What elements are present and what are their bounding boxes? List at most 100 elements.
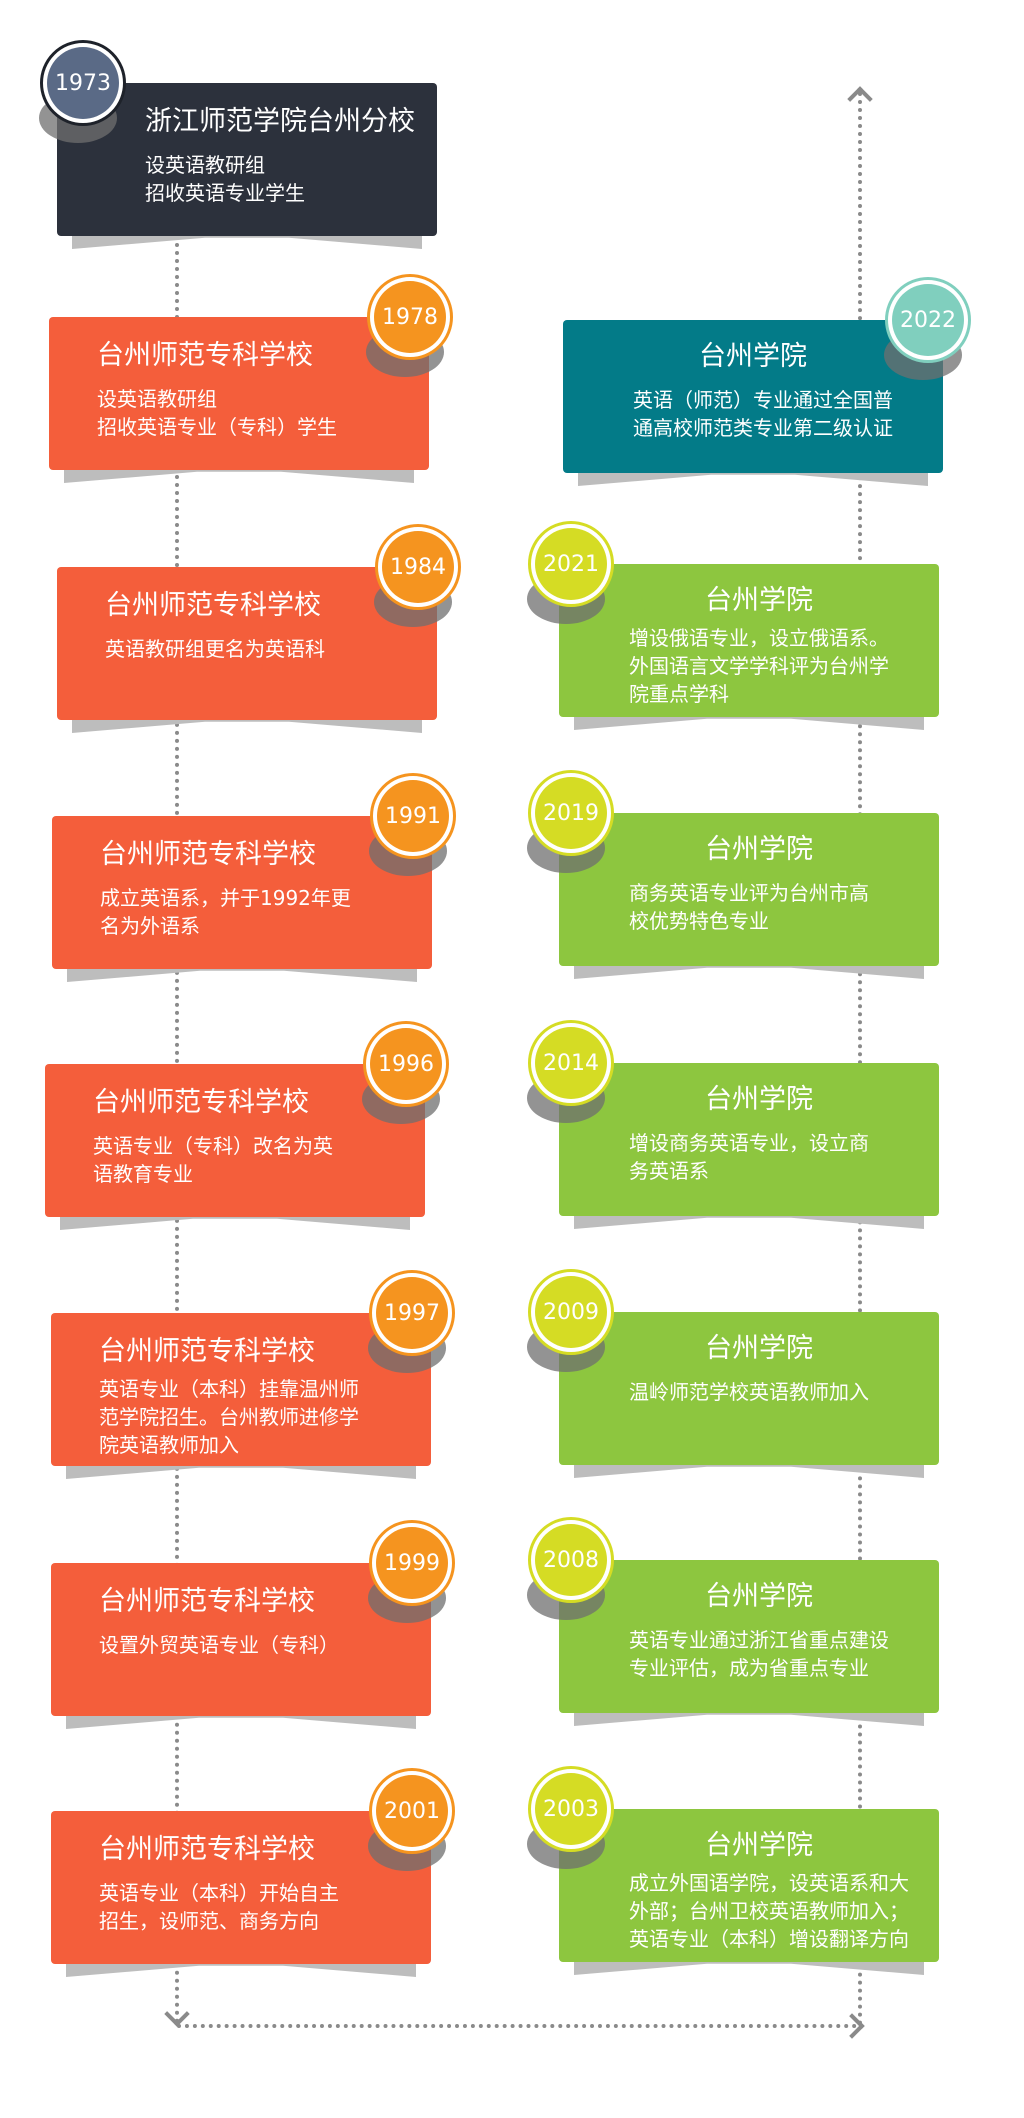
timeline-card: 台州学院增设俄语专业，设立俄语系。外国语言文学学科评为台州学院重点学科 <box>559 564 939 717</box>
year-label: 2019 <box>535 777 607 849</box>
card-description: 成立外国语学院，设英语系和大外部；台州卫校英语教师加入； 英语专业（本科）增设翻译… <box>559 1863 939 1953</box>
card-description: 英语专业（本科）开始自主招生，设师范、商务方向 <box>51 1867 431 1935</box>
year-badge: 2022 <box>885 277 971 363</box>
description-line: 院重点学科 <box>629 682 729 706</box>
description-line: 增设商务英语专业，设立商 <box>629 1131 869 1155</box>
description-line: 增设俄语专业，设立俄语系。 <box>629 626 889 650</box>
year-badge: 1996 <box>363 1021 449 1107</box>
description-line: 设置外贸英语专业（专科） <box>99 1633 339 1657</box>
year-badge: 2008 <box>528 1517 614 1603</box>
description-line: 院英语教师加入 <box>99 1433 239 1457</box>
description-line: 温岭师范学校英语教师加入 <box>629 1380 869 1404</box>
description-line: 英语专业（本科）挂靠温州师 <box>99 1377 359 1401</box>
card-title: 浙江师范学院台州分校 <box>145 106 415 137</box>
year-label: 1997 <box>376 1277 448 1349</box>
description-line: 商务英语专业评为台州市高 <box>629 881 869 905</box>
year-badge: 2009 <box>528 1269 614 1355</box>
card-description: 增设商务英语专业，设立商务英语系 <box>559 1117 939 1185</box>
year-label: 2009 <box>535 1276 607 1348</box>
year-badge: 1973 <box>40 40 126 126</box>
description-line: 通高校师范类专业第二级认证 <box>633 416 893 440</box>
year-label: 2014 <box>535 1027 607 1099</box>
card-title: 台州师范专科学校 <box>100 839 316 870</box>
timeline-line-bottom <box>177 2024 857 2028</box>
description-line: 外部；台州卫校英语教师加入； <box>629 1899 909 1923</box>
card-title: 台州学院 <box>699 341 807 372</box>
description-line: 范学院招生。台州教师进修学 <box>99 1405 359 1429</box>
card-title: 台州学院 <box>705 1830 813 1861</box>
description-line: 招生，设师范、商务方向 <box>99 1909 319 1933</box>
timeline-card: 台州师范专科学校设英语教研组招收英语专业（专科）学生 <box>49 317 429 470</box>
card-description: 增设俄语专业，设立俄语系。外国语言文学学科评为台州学院重点学科 <box>559 618 939 708</box>
year-badge: 1991 <box>370 773 456 859</box>
card-title: 台州学院 <box>705 1581 813 1612</box>
card-description: 设英语教研组招收英语专业（专科）学生 <box>49 373 429 441</box>
card-description: 成立英语系，并于1992年更名为外语系 <box>52 872 432 940</box>
arrow-up-icon <box>847 86 873 112</box>
description-line: 成立英语系，并于1992年更 <box>100 886 351 910</box>
description-line: 名为外语系 <box>100 914 200 938</box>
description-line: 英语专业通过浙江省重点建设 <box>629 1628 889 1652</box>
card-description: 英语教研组更名为英语科 <box>57 623 437 663</box>
card-description: 设英语教研组招收英语专业学生 <box>57 139 437 207</box>
card-description: 英语专业通过浙江省重点建设专业评估，成为省重点专业 <box>559 1614 939 1682</box>
year-badge: 2021 <box>528 521 614 607</box>
card-description: 英语专业（专科）改名为英语教育专业 <box>45 1120 425 1188</box>
card-description: 商务英语专业评为台州市高校优势特色专业 <box>559 867 939 935</box>
card-title: 台州学院 <box>705 834 813 865</box>
year-badge: 2003 <box>528 1766 614 1852</box>
year-badge: 2019 <box>528 770 614 856</box>
timeline-card: 台州师范专科学校英语专业（本科）开始自主招生，设师范、商务方向 <box>51 1811 431 1964</box>
description-line: 设英语教研组 <box>145 153 265 177</box>
timeline-line-right <box>858 92 862 2027</box>
description-line: 务英语系 <box>629 1159 709 1183</box>
year-badge: 1984 <box>375 524 461 610</box>
description-line: 英语专业（专科）改名为英 <box>93 1134 333 1158</box>
description-line: 专业评估，成为省重点专业 <box>629 1656 869 1680</box>
year-label: 2008 <box>535 1524 607 1596</box>
timeline-card: 台州师范专科学校成立英语系，并于1992年更名为外语系 <box>52 816 432 969</box>
year-label: 2003 <box>535 1773 607 1845</box>
year-badge: 1978 <box>367 274 453 360</box>
description-line: 英语教研组更名为英语科 <box>105 637 325 661</box>
timeline-card: 台州学院商务英语专业评为台州市高校优势特色专业 <box>559 813 939 966</box>
timeline-card: 台州学院成立外国语学院，设英语系和大外部；台州卫校英语教师加入； 英语专业（本科）… <box>559 1809 939 1962</box>
card-description: 温岭师范学校英语教师加入 <box>559 1366 939 1406</box>
description-line: 校优势特色专业 <box>629 909 769 933</box>
timeline-card: 台州师范专科学校设置外贸英语专业（专科） <box>51 1563 431 1716</box>
description-line: 英语专业（本科）增设翻译方向 <box>629 1927 909 1951</box>
description-line: 设英语教研组 <box>97 387 217 411</box>
year-label: 2021 <box>535 528 607 600</box>
card-description: 英语（师范）专业通过全国普通高校师范类专业第二级认证 <box>563 374 943 442</box>
timeline-card: 浙江师范学院台州分校设英语教研组招收英语专业学生 <box>57 83 437 236</box>
description-line: 英语专业（本科）开始自主 <box>99 1881 339 1905</box>
year-label: 1999 <box>376 1527 448 1599</box>
description-line: 招收英语专业学生 <box>145 181 305 205</box>
year-label: 2022 <box>892 284 964 356</box>
description-line: 英语（师范）专业通过全国普 <box>633 388 893 412</box>
card-title: 台州学院 <box>705 1084 813 1115</box>
arrow-down-icon <box>164 2001 190 2027</box>
description-line: 外国语言文学学科评为台州学 <box>629 654 889 678</box>
year-label: 1984 <box>382 531 454 603</box>
card-title: 台州师范专科学校 <box>93 1087 309 1118</box>
timeline-card: 台州师范专科学校英语教研组更名为英语科 <box>57 567 437 720</box>
description-line: 成立外国语学院，设英语系和大 <box>629 1871 909 1895</box>
timeline-card: 台州学院增设商务英语专业，设立商务英语系 <box>559 1063 939 1216</box>
year-label: 1978 <box>374 281 446 353</box>
timeline-card: 台州学院温岭师范学校英语教师加入 <box>559 1312 939 1465</box>
description-line: 招收英语专业（专科）学生 <box>97 415 337 439</box>
card-title: 台州师范专科学校 <box>99 1586 315 1617</box>
description-line: 语教育专业 <box>93 1162 193 1186</box>
timeline-card: 台州学院英语（师范）专业通过全国普通高校师范类专业第二级认证 <box>563 320 943 473</box>
year-label: 1996 <box>370 1028 442 1100</box>
card-title: 台州师范专科学校 <box>97 340 313 371</box>
card-description: 设置外贸英语专业（专科） <box>51 1619 431 1659</box>
card-title: 台州师范专科学校 <box>99 1336 315 1367</box>
year-label: 1973 <box>47 47 119 119</box>
card-title: 台州师范专科学校 <box>99 1834 315 1865</box>
card-description: 英语专业（本科）挂靠温州师范学院招生。台州教师进修学院英语教师加入 <box>51 1369 431 1459</box>
timeline-card: 台州师范专科学校英语专业（本科）挂靠温州师范学院招生。台州教师进修学院英语教师加… <box>51 1313 431 1466</box>
card-title: 台州师范专科学校 <box>105 590 321 621</box>
year-badge: 1999 <box>369 1520 455 1606</box>
